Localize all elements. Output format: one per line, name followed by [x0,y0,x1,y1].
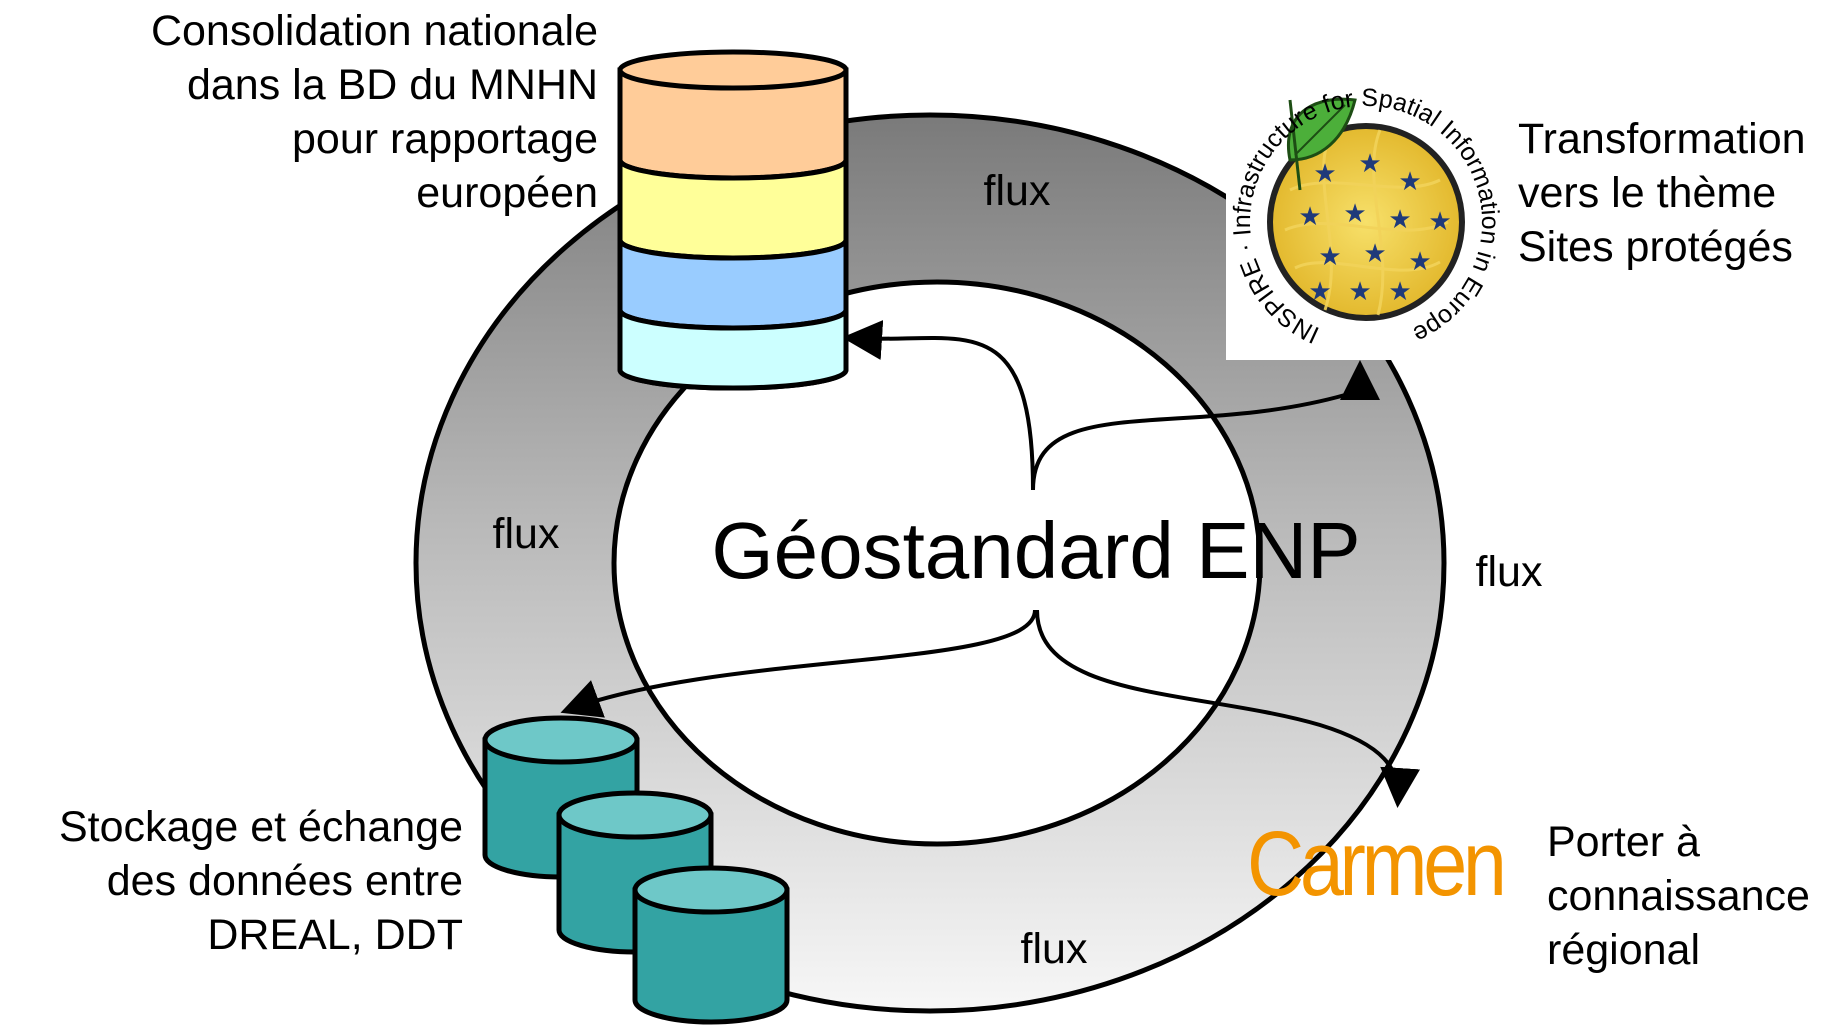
arrow-to-carmen [1035,609,1421,808]
svg-text:★: ★ [1408,247,1431,277]
carmen-label: Porter à connaissance régional [1547,815,1810,977]
inspire-logo: ★★★ ★★★ ★★★ ★★★ ★ INSPIRE · Infrastructu… [1226,78,1506,360]
stacked-database-icon [617,49,849,391]
dreal-label-line: Stockage et échange [58,803,463,851]
mnhn-label-line: Consolidation nationale [150,7,598,55]
arrow-to-dreal [560,609,1037,718]
arrow-to-mnhn [842,320,1035,491]
carmen-label-line: connaissance [1547,872,1810,920]
svg-text:★: ★ [1318,242,1341,272]
carmen-label-line: régional [1547,926,1700,974]
inspire-label-line: Transformation [1518,115,1806,163]
svg-text:★: ★ [1428,207,1451,237]
flux-label-top: flux [984,167,1051,215]
flux-label-right: flux [1476,548,1543,596]
svg-text:★: ★ [1388,277,1411,307]
carmen-label-line: Porter à [1547,818,1700,866]
svg-text:★: ★ [1398,167,1421,197]
mnhn-label-line: pour rapportage [292,115,598,163]
flux-label-left: flux [493,510,560,558]
svg-text:★: ★ [1343,199,1366,229]
inspire-label: Transformation vers le thème Sites proté… [1518,112,1806,274]
mnhn-label-line: dans la BD du MNHN [186,61,598,109]
svg-text:★: ★ [1388,205,1411,235]
teal-database-cluster-icon [482,715,790,1025]
inspire-label-line: vers le thème [1518,169,1777,217]
dreal-label-line: des données entre [106,857,463,905]
dreal-label: Stockage et échange des données entre DR… [59,800,463,962]
svg-text:★: ★ [1348,277,1371,307]
mnhn-label: Consolidation nationale dans la BD du MN… [151,4,598,220]
carmen-logo: Carmen [1247,813,1507,915]
inspire-label-line: Sites protégés [1518,223,1793,271]
svg-text:★: ★ [1363,239,1386,269]
svg-text:★: ★ [1358,149,1381,179]
dreal-label-line: DREAL, DDT [207,911,463,959]
svg-text:★: ★ [1298,202,1321,232]
arrow-to-inspire [1031,360,1380,491]
mnhn-label-line: européen [416,169,598,217]
svg-text:★: ★ [1313,159,1336,189]
flux-label-bottom: flux [1021,925,1088,973]
center-title: Géostandard ENP [711,506,1360,595]
svg-text:★: ★ [1308,277,1331,307]
